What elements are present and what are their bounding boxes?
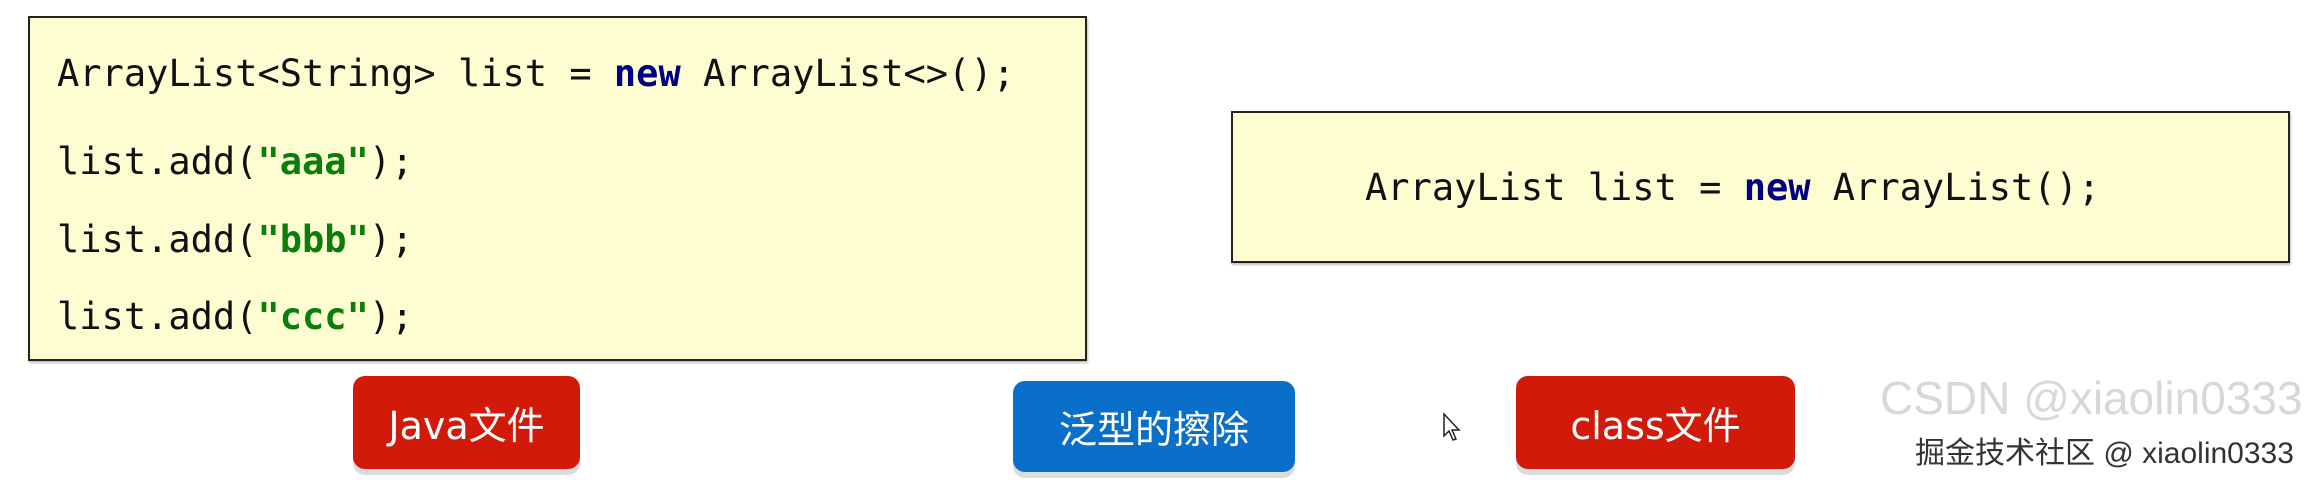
code-text: ArrayList<>();: [680, 52, 1015, 95]
code-line-add-bbb: list.add("bbb");: [57, 221, 413, 258]
generic-erasure-button[interactable]: 泛型的擦除: [1013, 381, 1295, 472]
mouse-cursor-icon: [1443, 412, 1461, 441]
code-text: ArrayList list =: [1365, 166, 1744, 209]
code-line-add-ccc: list.add("ccc");: [57, 298, 413, 335]
code-text: list.add(: [57, 140, 258, 183]
code-line-raw-declaration: ArrayList list = new ArrayList();: [1365, 169, 2100, 206]
keyword: new: [613, 52, 681, 95]
java-code-box: ArrayList<String> list = new ArrayList<>…: [28, 16, 1087, 361]
code-text: );: [368, 140, 414, 183]
code-text: ArrayList<String> list =: [57, 52, 614, 95]
code-line-declaration: ArrayList<String> list = new ArrayList<>…: [57, 55, 1015, 92]
java-file-button[interactable]: Java文件: [353, 376, 580, 469]
code-text: );: [368, 218, 414, 261]
string-literal: "bbb": [257, 218, 369, 261]
class-file-button[interactable]: class文件: [1516, 376, 1795, 469]
code-text: );: [368, 295, 414, 338]
keyword: new: [1743, 166, 1811, 209]
class-code-box: ArrayList list = new ArrayList();: [1231, 111, 2290, 263]
code-text: ArrayList();: [1810, 166, 2101, 209]
code-text: list.add(: [57, 218, 258, 261]
juejin-watermark: 掘金技术社区 @ xiaolin0333: [1915, 437, 2294, 470]
csdn-watermark: CSDN @xiaolin0333: [1880, 372, 2303, 424]
string-literal: "aaa": [257, 140, 369, 183]
code-line-add-aaa: list.add("aaa");: [57, 143, 413, 180]
code-text: list.add(: [57, 295, 258, 338]
string-literal: "ccc": [257, 295, 369, 338]
